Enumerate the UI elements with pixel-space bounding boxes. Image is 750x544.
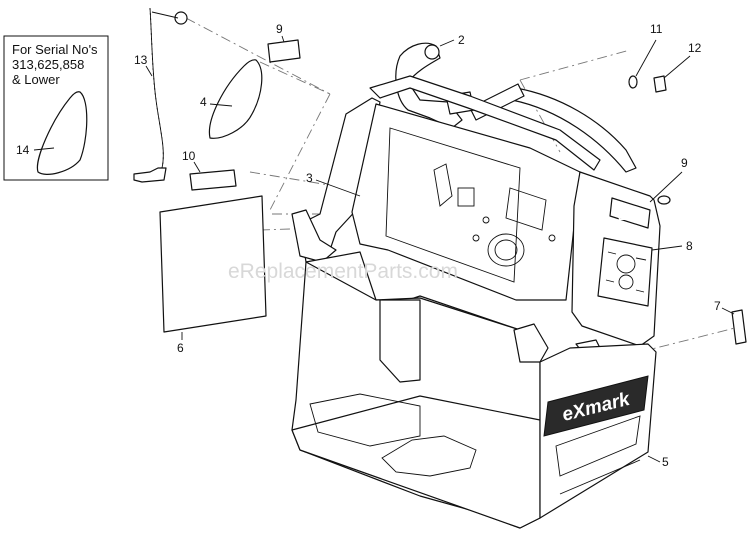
console-knob (657, 195, 671, 205)
assembly-line (269, 93, 331, 211)
inset-line-3: & Lower (12, 72, 60, 87)
side-plate-crease (559, 459, 641, 495)
leader-9-top (281, 35, 285, 43)
decal-8-symbol (616, 254, 636, 274)
decal-8-symbol (618, 274, 634, 290)
callout-2: 2 (458, 33, 465, 47)
chassis-hook (513, 323, 549, 363)
indicator-light (472, 234, 480, 242)
leader-11 (635, 39, 657, 77)
handle-grip-7: 7 (714, 299, 747, 345)
side-panel-6: 6 (159, 195, 267, 355)
callout-8: 8 (686, 239, 693, 253)
leader-8 (651, 245, 683, 251)
callout-6: 6 (177, 341, 184, 355)
assembly-line (185, 17, 331, 95)
top-knob (424, 44, 440, 60)
leader-2 (439, 39, 455, 47)
leader-12 (663, 55, 691, 79)
assembly-line (519, 79, 561, 153)
indicator-light (482, 216, 490, 224)
center-divider (379, 299, 421, 383)
callout-9-right: 9 (681, 156, 688, 170)
leader-13 (145, 65, 153, 77)
assembly-line (639, 327, 736, 353)
handle-bar (511, 87, 637, 173)
side-shield-4-shape (208, 59, 263, 139)
eds-badge (609, 197, 651, 229)
decal-9-top: 9 (267, 22, 301, 63)
serial-inset: For Serial No's 313,625,858 & Lower 14 (3, 35, 109, 181)
decal-8-text-line (605, 279, 615, 283)
handle-grip-7-shape (731, 309, 747, 345)
chain-links (149, 7, 164, 169)
left-wall-flange (291, 209, 337, 263)
assembly-line (519, 49, 631, 81)
callout-7: 7 (714, 299, 721, 313)
decal-8-text-line (607, 251, 617, 255)
chain-part: 13 (133, 7, 188, 183)
callout-10: 10 (182, 149, 196, 163)
chain-bolt (151, 11, 179, 19)
bolt-12 (653, 75, 667, 93)
watermark: eReplacementParts.com (228, 260, 458, 283)
leader-14 (33, 147, 55, 151)
floor-cutout (381, 435, 477, 477)
callout-3: 3 (306, 171, 313, 185)
leader-10 (193, 161, 201, 173)
callout-14: 14 (16, 143, 30, 157)
inset-line-1: For Serial No's (12, 42, 98, 57)
inset-shield-part (36, 91, 88, 175)
display-window (505, 187, 547, 231)
ignition-switch (494, 239, 518, 261)
callout-12: 12 (688, 41, 702, 55)
throttle-slot (433, 163, 453, 207)
decal-9-top-shape (267, 39, 301, 63)
chain-clip (133, 167, 167, 183)
indicator-light (548, 234, 556, 242)
callout-5: 5 (662, 455, 669, 469)
ignition-bezel (487, 233, 525, 267)
callout-11: 11 (650, 22, 663, 36)
leader-9-right (649, 171, 683, 203)
washer-11 (628, 75, 638, 89)
side-plate-slot (555, 415, 641, 477)
decal-8-text-line (635, 257, 647, 261)
callout-4: 4 (200, 95, 207, 109)
callout-13: 13 (134, 53, 148, 67)
callout-9-top: 9 (276, 22, 283, 36)
assembly-line (259, 61, 331, 95)
dash-panel (351, 103, 581, 301)
top-knob-bracket (395, 42, 463, 129)
side-panel-6-shape (159, 195, 267, 333)
main-frame: 2 3 EDS 8 9 (291, 22, 702, 529)
control-decal-8 (597, 237, 653, 307)
leader-5 (647, 455, 661, 463)
chain-washer (174, 11, 188, 25)
rear-frame-tube (369, 75, 601, 171)
decal-8-text-line (635, 289, 645, 293)
inset-line-2: 313,625,858 (12, 57, 84, 72)
floor-step (309, 393, 421, 447)
decal-10-shape (189, 169, 237, 191)
leader-4 (209, 103, 233, 107)
brand-decal (543, 375, 649, 437)
chain-link-gaps (149, 7, 164, 169)
leader-3 (315, 179, 361, 197)
leader-7 (721, 307, 735, 315)
dash-panel-face (385, 127, 521, 283)
decal-10: 10 (182, 149, 237, 191)
side-shield-4: 4 (200, 59, 263, 139)
eds-badge-text: EDS (618, 211, 641, 223)
gauge-window (457, 187, 475, 207)
